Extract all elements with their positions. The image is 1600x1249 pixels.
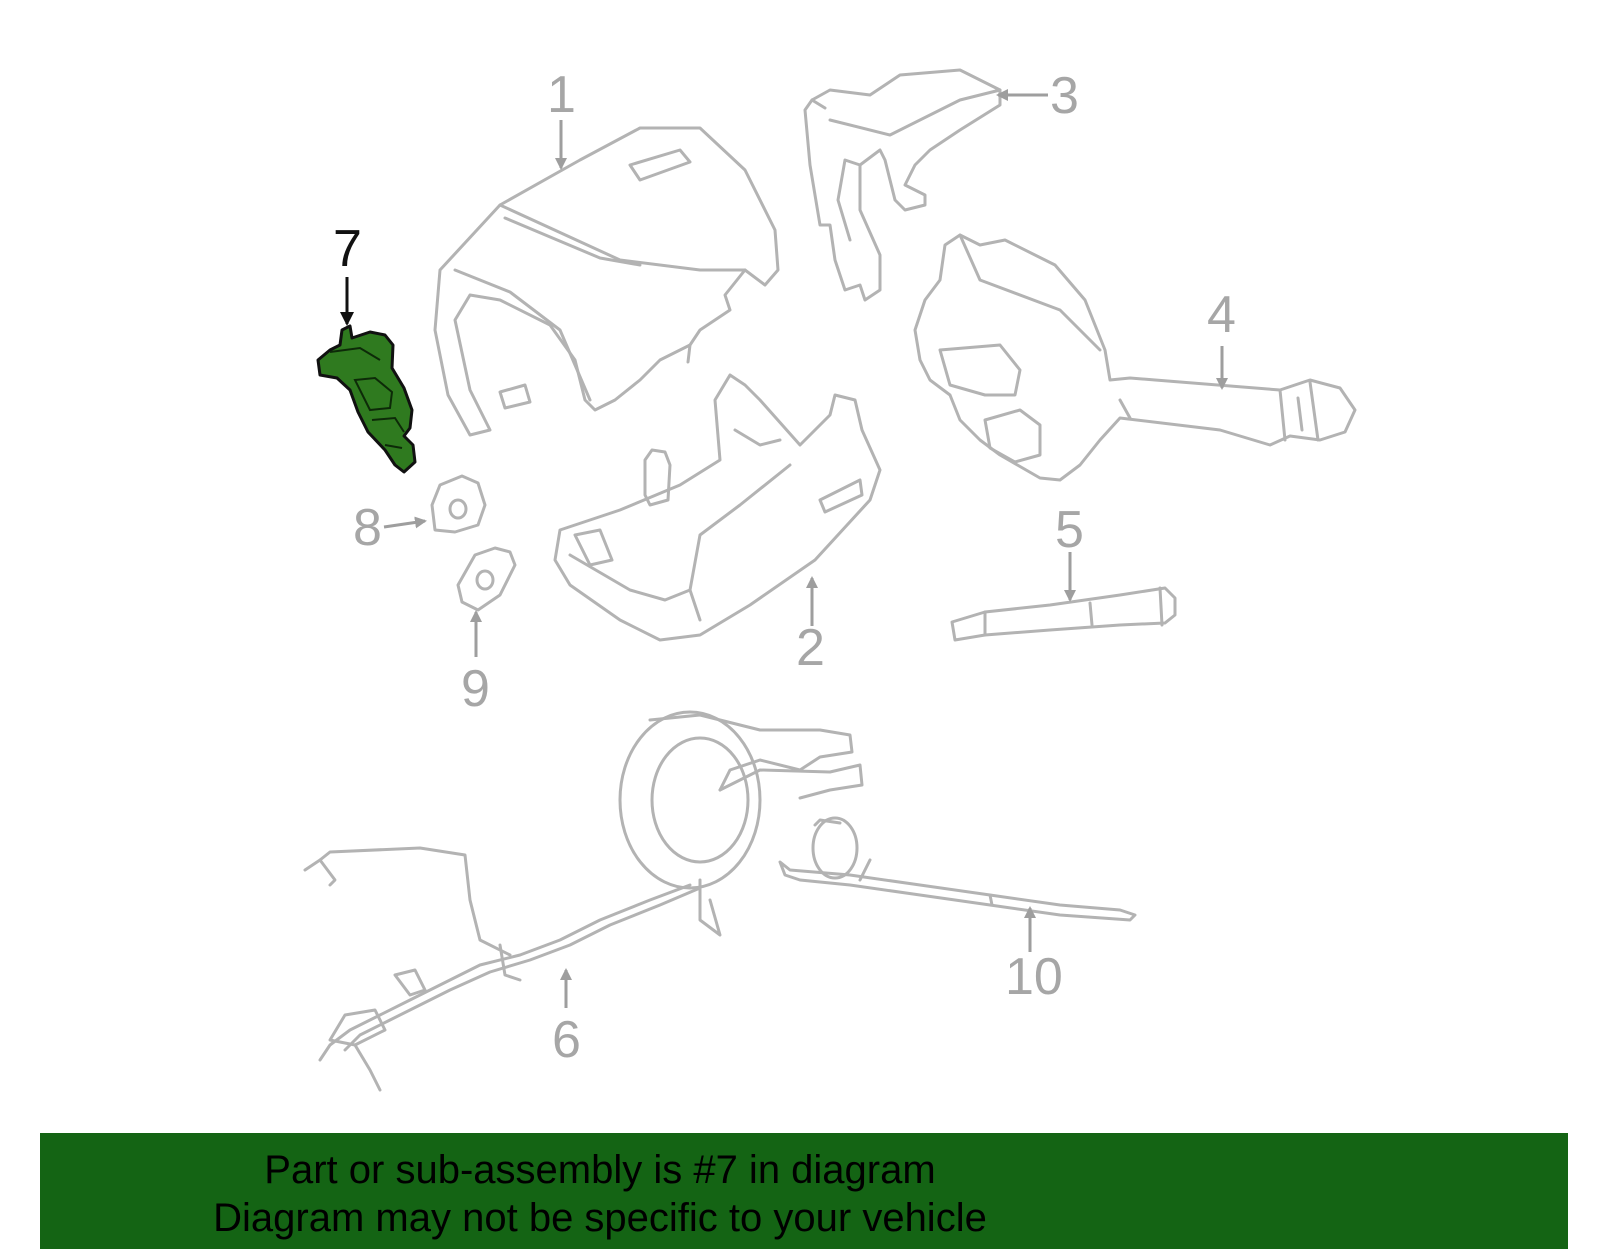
footer-banner: Part or sub-assembly is #7 in diagram Di…: [40, 1133, 1568, 1249]
callout-arrows: [340, 89, 1228, 1008]
footer-line-2: Diagram may not be specific to your vehi…: [213, 1196, 987, 1240]
callout-10: 10: [1005, 948, 1063, 1006]
callout-2: 2: [796, 619, 825, 677]
part-3-bracket[interactable]: [803, 68, 1002, 302]
callout-7: 7: [333, 220, 362, 278]
part-2-lower-column-cover[interactable]: [553, 373, 882, 642]
callout-4: 4: [1207, 286, 1236, 344]
part-4-combination-switch[interactable]: [913, 233, 1357, 482]
part-8-small-part[interactable]: [430, 474, 487, 534]
callout-3: 3: [1050, 67, 1079, 125]
footer-line-1: Part or sub-assembly is #7 in diagram: [264, 1148, 936, 1192]
callout-8: 8: [353, 499, 382, 557]
callout-5: 5: [1055, 501, 1084, 559]
part-5-lever-cap[interactable]: [950, 586, 1177, 642]
part-7-highlighted[interactable]: [316, 324, 417, 474]
callout-1: 1: [547, 66, 576, 124]
callout-6: 6: [552, 1011, 581, 1069]
callout-labels: 1 2 3 4 5 6 7 8 9 10: [333, 66, 1236, 1069]
part-9-small-part[interactable]: [456, 546, 517, 612]
part-6-clockspring-harness[interactable]: [303, 710, 864, 1092]
callout-9: 9: [461, 660, 490, 718]
part-1-upper-column-cover[interactable]: [433, 126, 780, 437]
part-10-sensor[interactable]: [778, 816, 1137, 922]
